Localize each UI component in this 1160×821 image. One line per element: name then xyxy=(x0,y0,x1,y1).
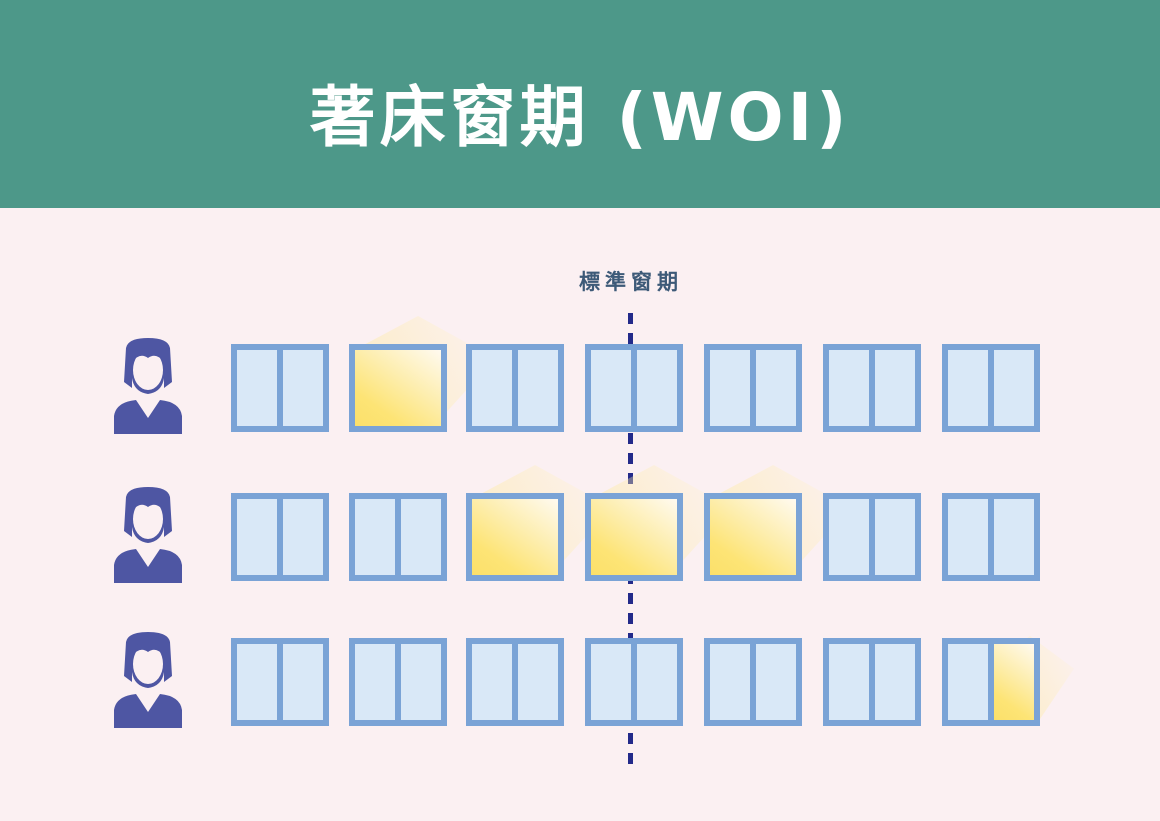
window-open xyxy=(466,493,564,581)
window-closed xyxy=(231,344,329,432)
window-light-fill xyxy=(472,499,558,575)
woman-avatar-icon xyxy=(114,487,182,583)
window-divider xyxy=(395,644,401,720)
patient-row-1 xyxy=(0,338,1160,436)
window-closed xyxy=(704,344,802,432)
window-divider xyxy=(395,499,401,575)
window-divider xyxy=(988,644,994,720)
patient-row-3 xyxy=(0,632,1160,730)
window-divider xyxy=(988,350,994,426)
window-light-fill xyxy=(710,499,796,575)
window-divider xyxy=(277,350,283,426)
window-divider xyxy=(512,350,518,426)
window-divider xyxy=(631,644,637,720)
window-closed xyxy=(823,638,921,726)
window-divider xyxy=(277,499,283,575)
window-closed xyxy=(466,638,564,726)
header-banner: 著床窗期 (WOI) xyxy=(0,0,1160,208)
window-divider xyxy=(750,350,756,426)
window-open xyxy=(349,344,447,432)
window-open xyxy=(585,493,683,581)
window-divider xyxy=(869,644,875,720)
window-divider xyxy=(277,644,283,720)
window-light-fill xyxy=(994,644,1034,720)
page-title: 著床窗期 (WOI) xyxy=(309,79,851,156)
window-light-fill xyxy=(355,350,441,426)
patient-row-2 xyxy=(0,487,1160,585)
window-closed xyxy=(466,344,564,432)
window-closed xyxy=(823,493,921,581)
window-closed xyxy=(704,638,802,726)
window-closed xyxy=(585,638,683,726)
window-closed xyxy=(942,344,1040,432)
window-divider xyxy=(869,350,875,426)
window-closed xyxy=(585,344,683,432)
window-divider xyxy=(631,350,637,426)
standard-window-label: 標準窗期 xyxy=(579,270,683,294)
window-closed xyxy=(231,638,329,726)
window-divider xyxy=(512,644,518,720)
window-half-open xyxy=(942,638,1040,726)
window-divider xyxy=(988,499,994,575)
window-closed xyxy=(823,344,921,432)
window-light-fill xyxy=(591,499,677,575)
woman-avatar-icon xyxy=(114,338,182,434)
window-divider xyxy=(869,499,875,575)
window-open xyxy=(704,493,802,581)
window-closed xyxy=(349,638,447,726)
window-divider xyxy=(750,644,756,720)
window-closed xyxy=(942,493,1040,581)
woman-avatar-icon xyxy=(114,632,182,728)
window-closed xyxy=(349,493,447,581)
window-closed xyxy=(231,493,329,581)
